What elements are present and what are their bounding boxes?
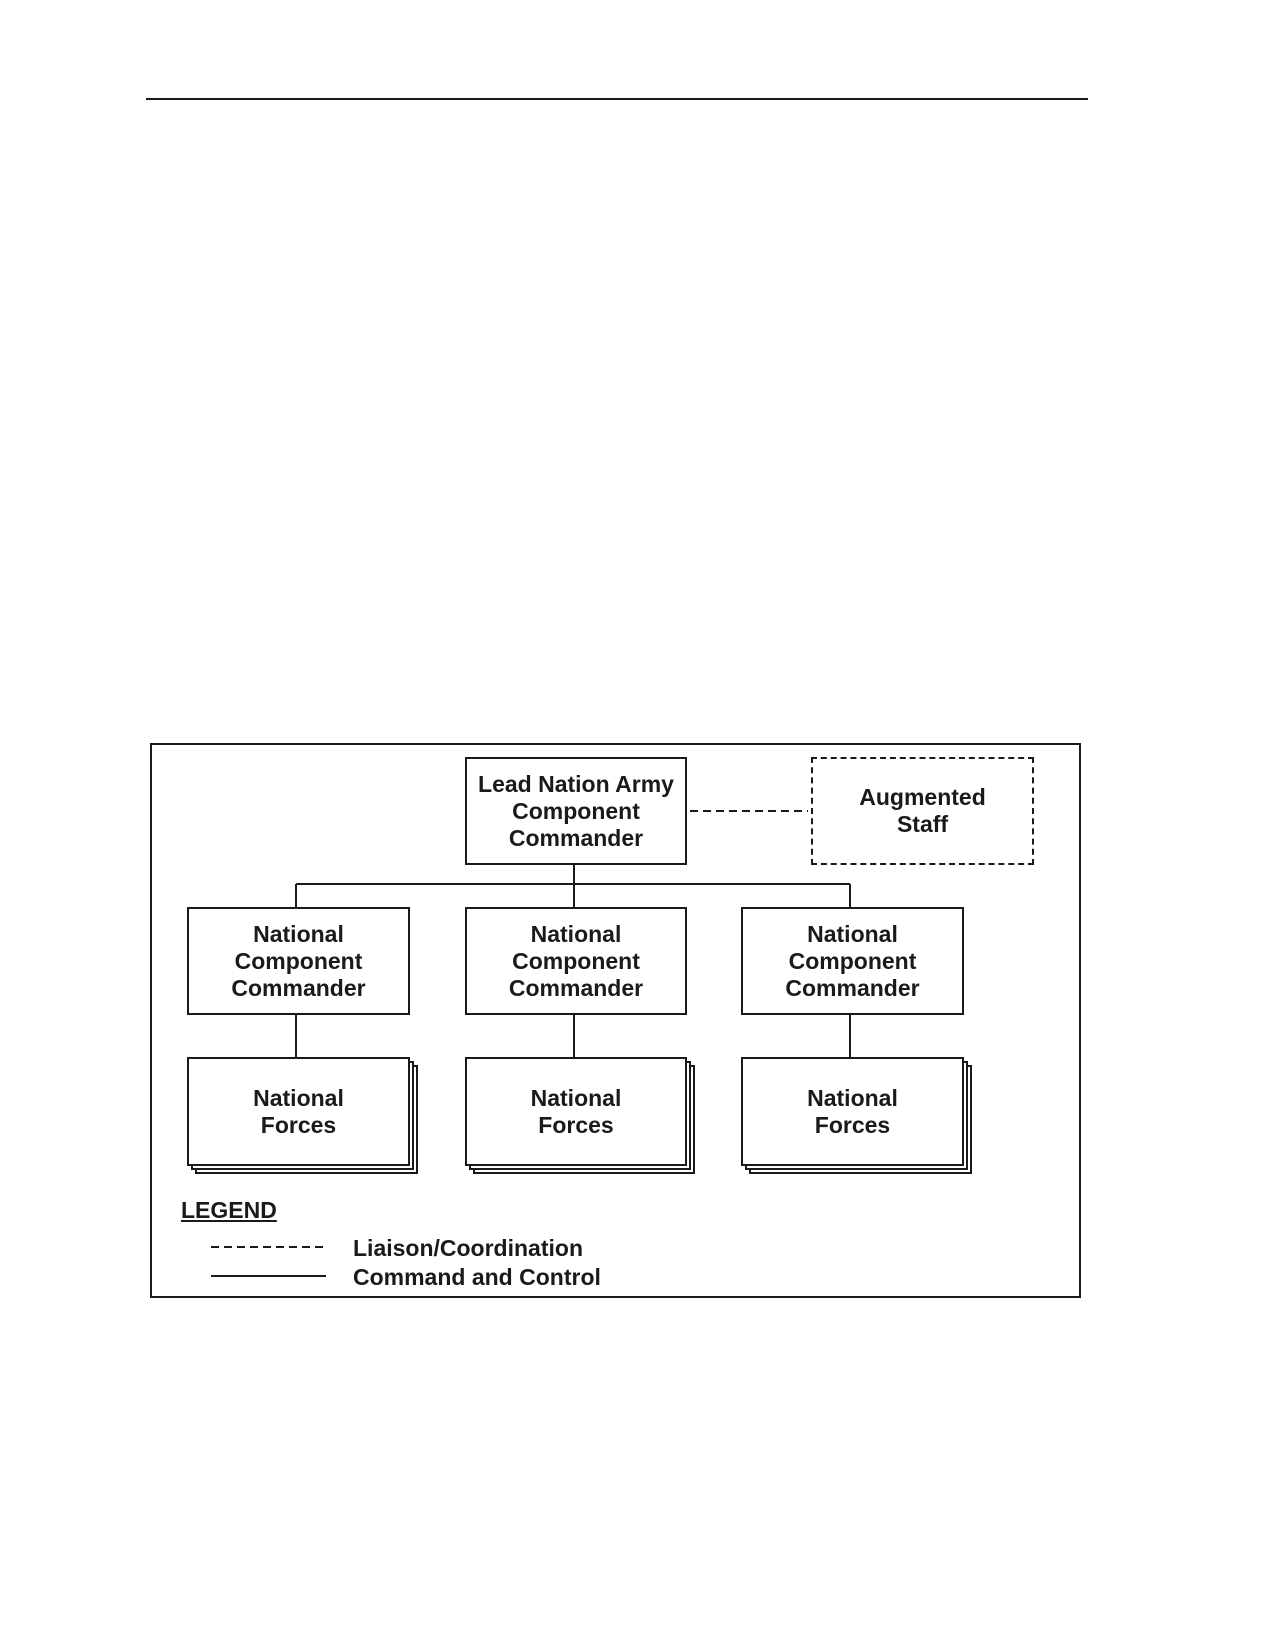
legend-title: LEGEND	[181, 1197, 277, 1223]
legend-liaison-label: Liaison/Coordination	[353, 1235, 583, 1261]
lead-nation-army-component-commander-box: Lead Nation Army Component Commander	[465, 757, 687, 865]
national-component-commander-box: National Component Commander	[187, 907, 410, 1015]
national-forces-box: National Forces	[465, 1057, 687, 1166]
legend-command-label: Command and Control	[353, 1264, 601, 1290]
top-rule	[146, 98, 1088, 100]
national-component-commander-box: National Component Commander	[741, 907, 964, 1015]
national-forces-box: National Forces	[741, 1057, 964, 1166]
national-component-commander-box: National Component Commander	[465, 907, 687, 1015]
augmented-staff-box: Augmented Staff	[811, 757, 1034, 865]
national-forces-box: National Forces	[187, 1057, 410, 1166]
